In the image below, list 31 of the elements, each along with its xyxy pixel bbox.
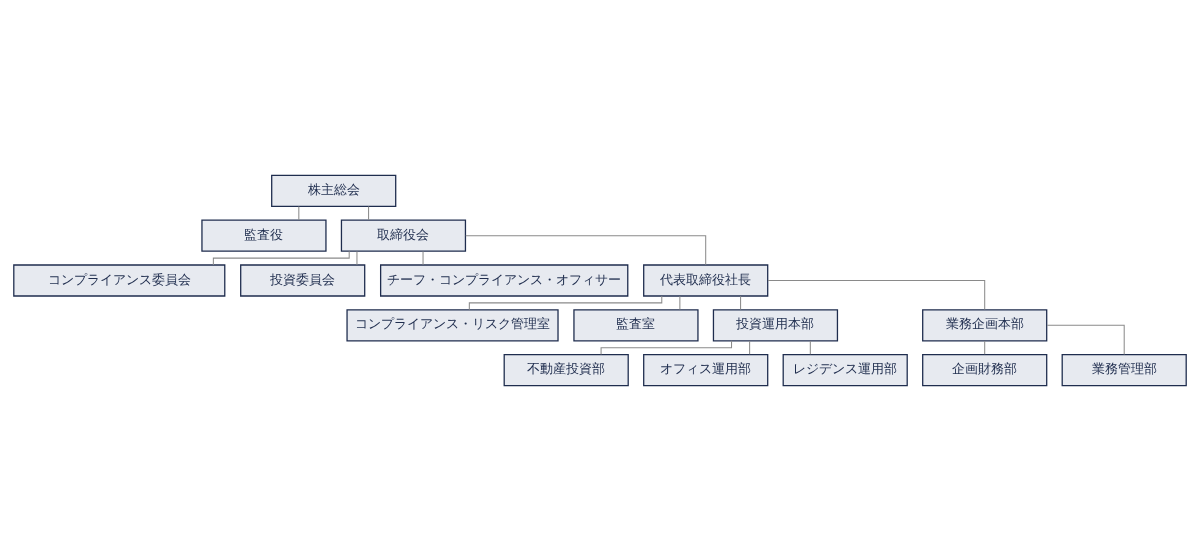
node-box: コンプライアンス委員会: [13, 263, 226, 297]
node-box: チーフ・コンプライアンス・オフィサー: [380, 263, 629, 297]
connector: [809, 339, 811, 355]
node-box: 監査室: [573, 308, 699, 341]
node-box: 投資委員会: [240, 263, 366, 297]
node-box: 業務管理部: [1061, 353, 1187, 386]
node-box: レジデンス運用部: [782, 353, 908, 386]
node-box: 不動産投資部: [503, 353, 629, 386]
connector: [767, 279, 986, 310]
node-box: 投資運用本部: [712, 308, 839, 341]
connector: [356, 250, 358, 265]
node-box: オフィス運用部: [643, 353, 769, 386]
connector: [679, 295, 681, 310]
node-box: 監査役: [201, 219, 327, 252]
node-box: コンプライアンス・リスク管理室: [346, 308, 559, 341]
connector: [749, 339, 751, 355]
connector: [740, 295, 742, 310]
connector: [368, 205, 370, 220]
connector: [984, 339, 986, 355]
connector: [1046, 324, 1125, 355]
node-box: 株主総会: [271, 174, 397, 207]
node-box: 業務企画本部: [922, 308, 1048, 341]
connector: [600, 339, 733, 355]
connector: [212, 250, 350, 265]
connector: [298, 205, 300, 220]
node-box: 代表取締役社長: [643, 263, 769, 297]
node-box: 取締役会: [340, 219, 467, 252]
connector: [422, 250, 424, 265]
node-box: 企画財務部: [922, 353, 1048, 386]
connector: [465, 234, 707, 265]
connector: [468, 295, 663, 310]
